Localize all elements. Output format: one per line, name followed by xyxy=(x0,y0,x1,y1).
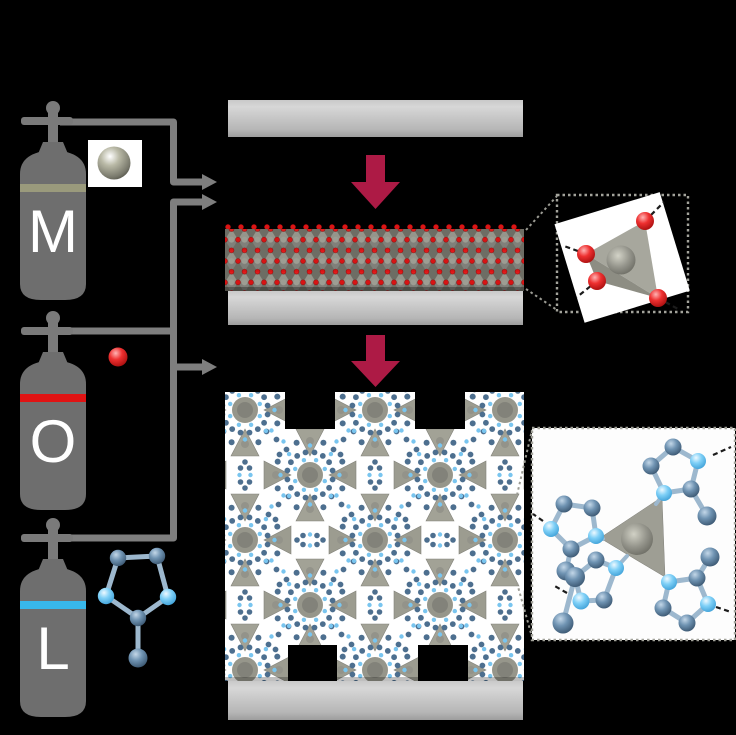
inset-connector-lines xyxy=(516,429,533,638)
substrate-middle xyxy=(228,291,523,325)
cylinder-label-l: L xyxy=(36,615,69,682)
cylinder-body xyxy=(20,192,86,300)
inset-oxide-unit xyxy=(525,192,690,323)
mof-film xyxy=(225,392,524,681)
oxygen-spheres xyxy=(563,201,679,310)
process-arrow-2 xyxy=(351,335,400,387)
substrate-top xyxy=(228,100,523,137)
cylinder-band-o xyxy=(20,394,86,402)
cylinder-label-m: M xyxy=(28,198,78,265)
valve-handle-icon xyxy=(21,327,73,335)
cylinder-body xyxy=(20,402,86,510)
metal-center-sphere xyxy=(621,523,653,555)
pulse-arrow-3-icon xyxy=(202,359,217,375)
gas-lines xyxy=(60,118,202,542)
gas-line-arrowheads xyxy=(202,174,217,375)
mof-film-pore-notch xyxy=(285,392,335,429)
pulse-arrow-2-icon xyxy=(202,194,217,210)
valve-handle-icon xyxy=(21,117,73,125)
valve-handle-icon xyxy=(21,534,73,542)
substrate-bottom xyxy=(228,681,523,720)
metal-center-sphere xyxy=(606,245,636,275)
cylinder-o: O xyxy=(20,311,86,510)
cylinder-m: M xyxy=(20,101,86,300)
ligand-molecule-icon xyxy=(97,547,177,668)
process-arrow-1 xyxy=(351,155,400,209)
imidazolate-rings xyxy=(532,438,732,634)
cylinder-band-m xyxy=(20,184,86,192)
mof-film-pore-notch xyxy=(415,392,465,429)
pulse-arrow-1-icon xyxy=(202,174,217,190)
oxygen-atom-icon xyxy=(108,347,128,367)
metal-atom-icon xyxy=(88,140,142,187)
mof-film-pore-notch xyxy=(288,645,337,681)
cylinder-l: L xyxy=(20,518,86,717)
oxide-film xyxy=(225,224,524,291)
gas-line-m xyxy=(60,118,202,186)
inset-connector-lines xyxy=(525,195,558,311)
cylinder-band-l xyxy=(20,601,86,609)
mof-film-pore-notch xyxy=(418,645,468,681)
inset-mof-unit xyxy=(516,426,736,642)
cylinder-body xyxy=(20,609,86,717)
inset-oxide-box xyxy=(555,193,690,314)
cylinder-label-o: O xyxy=(30,408,77,475)
